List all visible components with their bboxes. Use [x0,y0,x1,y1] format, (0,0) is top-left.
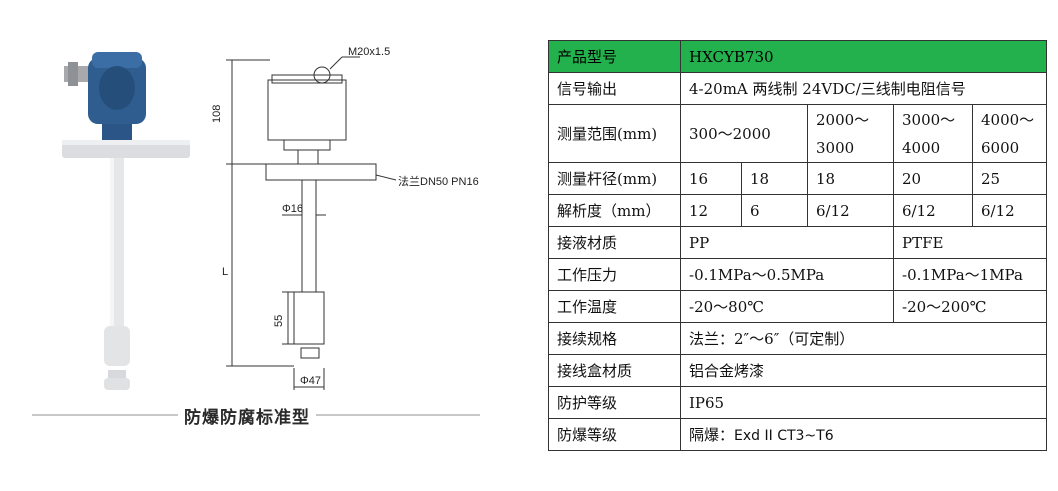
wetted-value: PP [680,226,894,259]
range-value: 4000～6000 [971,104,1048,163]
resolution-value: 6 [741,194,808,227]
temperature-label: 工作温度 [548,290,681,323]
table-row: 信号输出 4-20mA 两线制 24VDC/三线制电阻信号 [548,72,1048,105]
explosion-value: 隔爆：Exd II CT3~T6 [679,418,1048,451]
pressure-label: 工作压力 [548,258,681,291]
model-value: HXCYB730 [679,40,1048,73]
box-material-label: 接线盒材质 [548,354,681,387]
table-row: 接线盒材质 铝合金烤漆 [548,354,1048,387]
table-row: 产品型号 HXCYB730 [548,40,1048,73]
table-row: 接液材质 PP PTFE [548,226,1048,259]
resolution-value: 12 [680,194,742,227]
signal-label: 信号输出 [548,72,681,105]
explosion-label: 防爆等级 [548,418,681,451]
protection-label: 防护等级 [548,386,681,419]
product-illustration-area: M20x1.5 法兰DN50 PN16 108 Φ16 L 55 Φ47 防爆防… [32,46,480,428]
rod-value: 25 [971,162,1048,195]
thread-label: M20x1.5 [348,46,390,58]
pressure-value: -0.1MPa～0.5MPa [680,258,894,291]
resolution-label: 解析度（mm） [548,194,681,227]
temperature-value: -20～80℃ [680,290,894,323]
rod-value: 18 [807,162,894,195]
range-value: 2000～3000 [807,104,894,163]
table-row: 工作温度 -20～80℃ -20～200℃ [548,290,1048,323]
dimension-drawing: M20x1.5 法兰DN50 PN16 108 Φ16 L 55 Φ47 [211,46,479,390]
wetted-label: 接液材质 [548,226,681,259]
range-label: 测量范围(mm) [548,104,681,163]
resolution-value: 6/12 [807,194,894,227]
spec-table: 产品型号 HXCYB730 信号输出 4-20mA 两线制 24VDC/三线制电… [548,40,1048,451]
rod-diameter-label: Φ16 [282,203,303,215]
product-caption: 防爆防腐标准型 [178,403,316,428]
resolution-value: 6/12 [971,194,1048,227]
rod-value: 18 [741,162,808,195]
table-row: 防护等级 IP65 [548,386,1048,419]
rod-value: 16 [680,162,742,195]
protection-value: IP65 [679,386,1048,419]
table-row: 工作压力 -0.1MPa～0.5MPa -0.1MPa～1MPa [548,258,1048,291]
resolution-value: 6/12 [893,194,973,227]
rod-label: 测量杆径(mm) [548,162,681,195]
float-height-label: 55 [273,315,285,327]
float-diameter-label: Φ47 [300,375,321,387]
wetted-value: PTFE [892,226,1048,259]
height-top-label: 108 [211,105,223,123]
table-row: 解析度（mm） 12 6 6/12 6/12 6/12 [548,194,1048,227]
rod-value: 20 [893,162,973,195]
product-photo [62,52,190,390]
table-row: 防爆等级 隔爆：Exd II CT3~T6 [548,418,1048,451]
model-label: 产品型号 [548,40,681,73]
flange-label: 法兰DN50 PN16 [398,174,479,188]
connection-value: 法兰：2″～6″（可定制） [679,322,1048,355]
box-material-value: 铝合金烤漆 [679,354,1048,387]
pressure-value: -0.1MPa～1MPa [892,258,1048,291]
table-row: 测量范围(mm) 300～2000 2000～3000 3000～4000 40… [548,104,1048,163]
length-label: L [222,266,228,278]
table-row: 测量杆径(mm) 16 18 18 20 25 [548,162,1048,195]
range-value: 300～2000 [680,104,808,163]
temperature-value: -20～200℃ [892,290,1048,323]
connection-label: 接续规格 [548,322,681,355]
signal-value: 4-20mA 两线制 24VDC/三线制电阻信号 [679,72,1048,105]
range-value: 3000～4000 [893,104,973,163]
table-row: 接续规格 法兰：2″～6″（可定制） [548,322,1048,355]
